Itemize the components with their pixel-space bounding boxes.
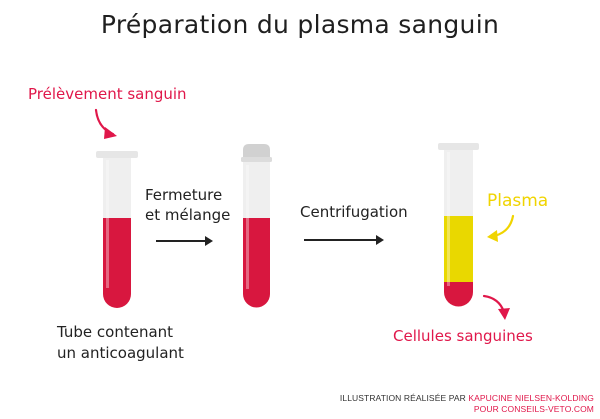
label-closing-line2: et mélange (145, 206, 230, 224)
curved-arrow-icon (487, 214, 515, 242)
tube-2-reflection (246, 165, 249, 289)
tube-3-cells-fill (444, 282, 473, 307)
tube-3-plasma-fill (444, 216, 473, 282)
tube-1-reflection (106, 160, 109, 288)
tube-3-separated (438, 143, 479, 307)
tube-3-rim (438, 143, 479, 150)
curved-arrow-icon (94, 108, 117, 139)
credit-line1: ILLUSTRATION RÉALISÉE PAR KAPUCINE NIELS… (340, 393, 594, 404)
tube-1-rim (96, 151, 138, 158)
curved-arrow-icon (482, 294, 510, 320)
tube-1-blood (96, 151, 138, 308)
label-blood-sampling: Prélèvement sanguin (28, 85, 187, 103)
label-tube-line2: un anticoagulant (57, 344, 184, 362)
tube-1-blood-fill (103, 218, 131, 308)
tube-3-reflection (447, 152, 450, 286)
label-tube-line1: Tube contenant (56, 323, 173, 341)
tube-2-blood-fill (243, 218, 270, 308)
right-arrow-icon (156, 236, 213, 246)
credit-prefix: ILLUSTRATION RÉALISÉE PAR (339, 393, 469, 403)
right-arrow-icon (304, 235, 384, 245)
tube-2-cap-rim (241, 157, 272, 162)
label-plasma: Plasma (487, 191, 548, 211)
label-closing-line1: Fermeture (145, 186, 222, 204)
credit-author: KAPUCINE NIELSEN-KOLDING (468, 393, 594, 403)
credit-line2: POUR CONSEILS-VETO.COM (473, 404, 594, 414)
credit: ILLUSTRATION RÉALISÉE PAR KAPUCINE NIELS… (340, 393, 594, 415)
label-centrifugation: Centrifugation (300, 203, 408, 221)
label-blood-cells: Cellules sanguines (393, 327, 533, 345)
diagram-title: Préparation du plasma sanguin (101, 10, 499, 39)
tube-2-cap (243, 144, 270, 159)
tube-2-capped (241, 144, 272, 308)
